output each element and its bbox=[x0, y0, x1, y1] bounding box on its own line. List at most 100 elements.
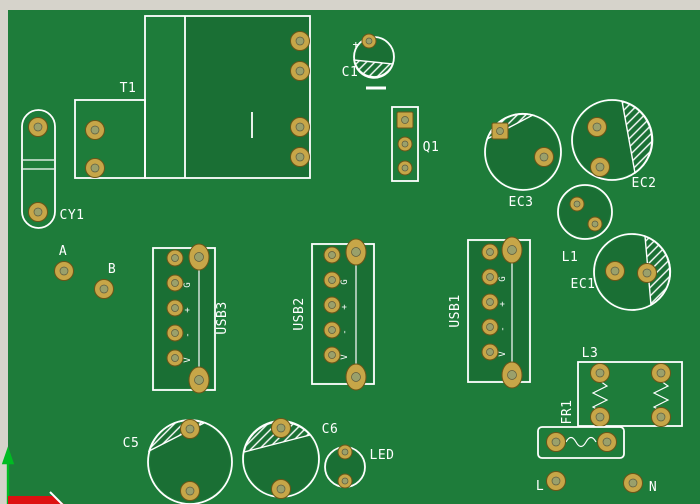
refdes-EC3: EC3 bbox=[509, 195, 534, 210]
pad[interactable] bbox=[166, 324, 184, 342]
pad[interactable] bbox=[188, 366, 210, 394]
pad[interactable] bbox=[651, 363, 671, 383]
pad[interactable] bbox=[290, 147, 310, 167]
refdes-USB2: USB2 bbox=[292, 297, 307, 330]
pad[interactable] bbox=[271, 479, 291, 499]
pad[interactable] bbox=[54, 261, 74, 281]
q1-outline bbox=[391, 106, 419, 182]
pad[interactable] bbox=[590, 407, 610, 427]
component-USB2[interactable]: G + - V USB2 bbox=[292, 238, 375, 391]
pad[interactable] bbox=[166, 249, 184, 267]
component-CY1[interactable]: CY1 bbox=[21, 109, 85, 229]
pad[interactable] bbox=[345, 363, 367, 391]
pad[interactable] bbox=[397, 160, 413, 176]
terminal-L[interactable]: L bbox=[536, 471, 566, 495]
pad[interactable] bbox=[534, 147, 554, 167]
component-LED[interactable]: LED bbox=[324, 444, 395, 489]
component-C6[interactable]: C6 bbox=[242, 418, 338, 499]
pad[interactable] bbox=[481, 243, 499, 261]
pad[interactable] bbox=[28, 117, 48, 137]
usb1-shade bbox=[470, 242, 528, 380]
pad[interactable] bbox=[166, 299, 184, 317]
pad[interactable] bbox=[345, 238, 367, 266]
usb3-shade bbox=[155, 250, 213, 388]
component-L3[interactable]: L3 bbox=[577, 346, 683, 427]
pad[interactable] bbox=[290, 31, 310, 51]
pad[interactable] bbox=[481, 293, 499, 311]
pad[interactable] bbox=[481, 318, 499, 336]
pad[interactable] bbox=[323, 346, 341, 364]
component-C5[interactable]: C5 bbox=[123, 419, 233, 504]
pad[interactable] bbox=[290, 117, 310, 137]
pad[interactable] bbox=[85, 158, 105, 178]
pad[interactable] bbox=[85, 120, 105, 140]
pad[interactable] bbox=[587, 216, 603, 232]
pad[interactable] bbox=[590, 157, 610, 177]
t1-outline bbox=[144, 15, 311, 179]
component-USB1[interactable]: G + - V USB1 bbox=[448, 236, 531, 389]
pad[interactable] bbox=[481, 268, 499, 286]
pad[interactable] bbox=[481, 343, 499, 361]
pad[interactable] bbox=[590, 363, 610, 383]
pad[interactable] bbox=[651, 407, 671, 427]
pad[interactable] bbox=[290, 61, 310, 81]
pad[interactable] bbox=[546, 471, 566, 491]
refdes-N: N bbox=[649, 480, 657, 495]
pad[interactable] bbox=[28, 202, 48, 222]
pad[interactable] bbox=[323, 296, 341, 314]
testpoint-A[interactable]: A bbox=[54, 244, 74, 281]
component-FR1[interactable]: FR1 bbox=[537, 400, 625, 459]
pad[interactable] bbox=[397, 136, 413, 152]
pad[interactable] bbox=[323, 246, 341, 264]
pad[interactable] bbox=[623, 473, 643, 493]
pad[interactable] bbox=[180, 481, 200, 501]
pad[interactable] bbox=[166, 274, 184, 292]
pad[interactable] bbox=[587, 117, 607, 137]
pad[interactable] bbox=[180, 419, 200, 439]
usb2-shade bbox=[314, 246, 372, 382]
pad[interactable] bbox=[491, 122, 509, 140]
pad[interactable] bbox=[501, 236, 523, 264]
l3-coil-symbol bbox=[591, 380, 609, 412]
refdes-EC2: EC2 bbox=[632, 176, 657, 191]
refdes-A: A bbox=[59, 244, 67, 259]
fr1-fuse-symbol bbox=[565, 436, 597, 448]
pad[interactable] bbox=[605, 261, 625, 281]
testpoint-B[interactable]: B bbox=[94, 262, 117, 299]
cy1-outline bbox=[21, 109, 56, 229]
pad[interactable] bbox=[337, 473, 353, 489]
refdes-CY1: CY1 bbox=[60, 208, 85, 223]
pad[interactable] bbox=[546, 432, 566, 452]
pad[interactable] bbox=[501, 361, 523, 389]
pad[interactable] bbox=[166, 349, 184, 367]
pad[interactable] bbox=[323, 271, 341, 289]
pad[interactable] bbox=[188, 243, 210, 271]
pad[interactable] bbox=[323, 321, 341, 339]
pad[interactable] bbox=[94, 279, 114, 299]
pad[interactable] bbox=[396, 111, 414, 129]
usb1-pin-label: - bbox=[498, 326, 508, 331]
component-T1[interactable]: T1 bbox=[74, 15, 311, 179]
usb2-pin-label: G bbox=[340, 279, 350, 284]
terminal-N[interactable]: N bbox=[623, 473, 658, 496]
pad[interactable] bbox=[361, 33, 377, 49]
component-C1[interactable]: + C1 bbox=[342, 33, 395, 90]
component-L1[interactable]: L1 bbox=[557, 184, 613, 265]
usb3-pin-label: V bbox=[183, 357, 193, 363]
pad[interactable] bbox=[271, 418, 291, 438]
usb2-pin-label: - bbox=[340, 329, 350, 334]
pad[interactable] bbox=[597, 432, 617, 452]
component-EC3[interactable]: EC3 bbox=[484, 112, 562, 210]
refdes-Q1: Q1 bbox=[423, 140, 440, 155]
l3-outline bbox=[577, 361, 683, 427]
component-EC2[interactable]: EC2 bbox=[571, 99, 657, 191]
component-Q1[interactable]: Q1 bbox=[391, 106, 440, 182]
l3-coil-symbol bbox=[652, 380, 670, 412]
component-EC1[interactable]: EC1 bbox=[571, 233, 672, 311]
pad[interactable] bbox=[569, 196, 585, 212]
pad[interactable] bbox=[637, 263, 657, 283]
component-USB3[interactable]: G + - V USB3 bbox=[152, 243, 230, 394]
pad[interactable] bbox=[337, 444, 353, 460]
refdes-LED: LED bbox=[370, 448, 395, 463]
